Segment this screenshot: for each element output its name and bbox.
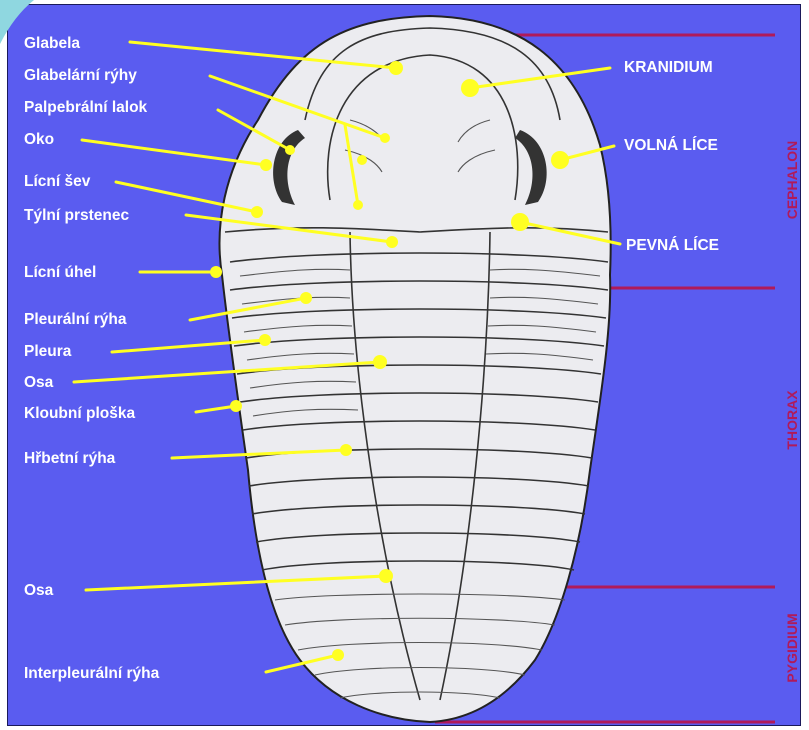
dot-pleuralni-ryha (300, 292, 312, 304)
region-thorax: THORAX (784, 390, 800, 450)
dot-hrbetni-ryha (340, 444, 352, 456)
dot-tylni-prstenec (386, 236, 398, 248)
dot-licni-uhel (210, 266, 222, 278)
dot-kranidium (461, 79, 479, 97)
label-osa-2: Osa (24, 582, 54, 599)
label-interpleuralni-ryha: Interpleurální rýha (24, 665, 160, 682)
label-pleuralni-ryha: Pleurální rýha (24, 311, 127, 328)
label-palpebralni-lalok: Palpebrální lalok (24, 99, 148, 116)
leader-kloubni-ploska (196, 406, 236, 412)
label-osa: Osa (24, 374, 54, 391)
dot-glabelarni-ryhy-3 (353, 200, 363, 210)
label-glabela: Glabela (24, 35, 80, 52)
dot-volna-lice (551, 151, 569, 169)
labels-right: KRANIDIUM VOLNÁ LÍCE PEVNÁ LÍCE (624, 59, 719, 254)
label-tylni-prstenec: Týlní prstenec (24, 207, 129, 224)
labels-left: Glabela Glabelární rýhy Palpebrální lalo… (24, 35, 160, 682)
label-pevna-lice: PEVNÁ LÍCE (626, 237, 719, 254)
dot-oko (260, 159, 272, 171)
dot-kloubni-ploska (230, 400, 242, 412)
dot-glabelarni-ryhy (380, 133, 390, 143)
label-licni-uhel: Lícní úhel (24, 264, 96, 281)
dot-interpleuralni-ryha (332, 649, 344, 661)
dot-licni-sev (251, 206, 263, 218)
label-licni-sev: Lícní šev (24, 173, 91, 190)
region-cephalon: CEPHALON (784, 141, 800, 220)
dot-pleura (259, 334, 271, 346)
label-hrbetni-ryha: Hřbetní rýha (24, 450, 116, 467)
label-kranidium: KRANIDIUM (624, 59, 713, 76)
label-volna-lice: VOLNÁ LÍCE (624, 137, 718, 154)
dot-glabela (389, 61, 403, 75)
dot-pevna-lice (511, 213, 529, 231)
label-oko: Oko (24, 131, 54, 148)
label-pleura: Pleura (24, 343, 72, 360)
region-pygidium: PYGIDIUM (784, 613, 800, 682)
dot-osa-2 (379, 569, 393, 583)
label-glabelarni-ryhy: Glabelární rýhy (24, 67, 137, 84)
dot-palpebralni-lalok (285, 145, 295, 155)
dot-glabelarni-ryhy-2 (357, 155, 367, 165)
dot-osa (373, 355, 387, 369)
leader-oko (82, 140, 266, 165)
label-kloubni-ploska: Kloubní ploška (24, 405, 135, 422)
